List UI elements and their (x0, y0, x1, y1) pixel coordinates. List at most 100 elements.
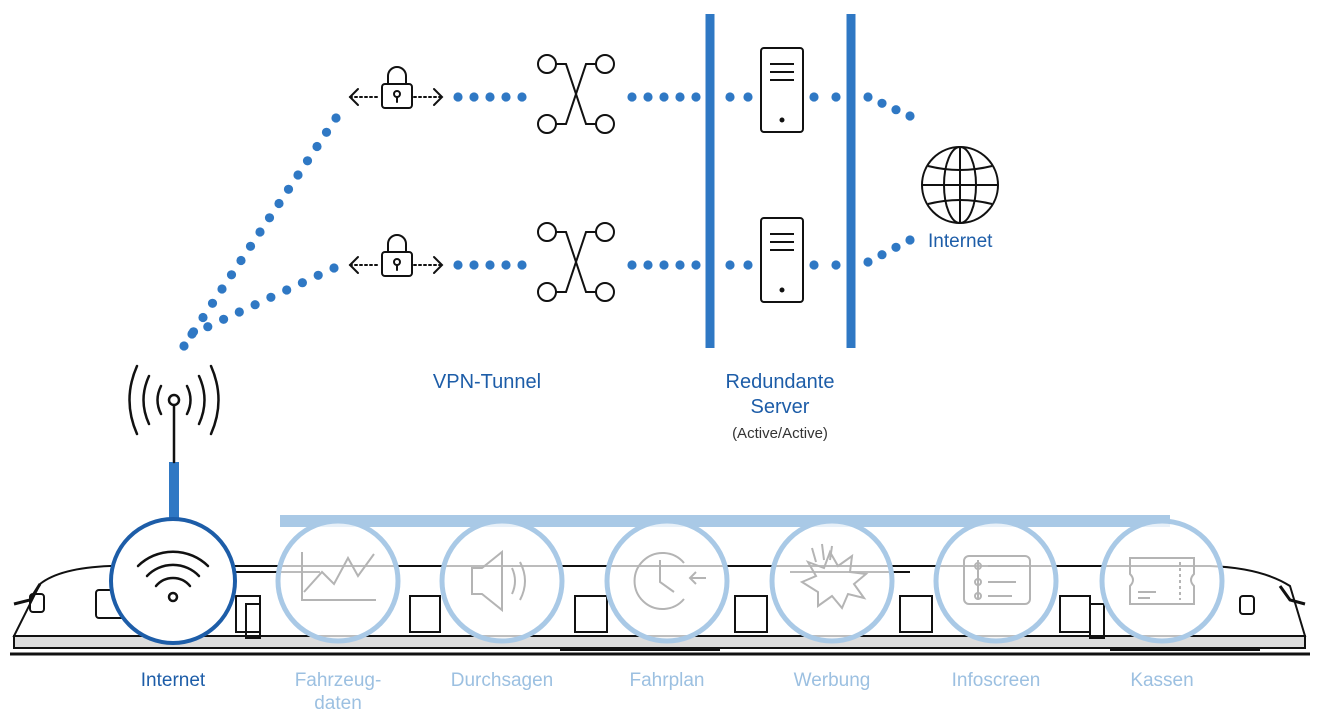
antenna-icon (128, 364, 220, 464)
switch-icon-top (537, 54, 615, 134)
service-announcements[interactable] (439, 518, 565, 644)
connection-dot (207, 298, 218, 308)
connection-dot (219, 314, 229, 324)
service-vehicle-data[interactable] (275, 518, 401, 644)
connection-dot (312, 141, 322, 152)
connection-dot (725, 260, 735, 270)
active-active-label: (Active/Active) (732, 425, 828, 442)
connection-dot (831, 260, 841, 270)
connection-dot (469, 92, 479, 102)
service-ticketing[interactable] (1099, 518, 1225, 644)
service-label-infoscreen: Infoscreen (952, 670, 1041, 691)
connection-dot (266, 292, 276, 302)
service-internet[interactable] (109, 517, 237, 645)
globe-icon (921, 146, 999, 224)
connection-dot (245, 241, 256, 251)
service-label-internet: Internet (141, 670, 206, 691)
wifi-icon (136, 550, 210, 603)
internet-label: Internet (928, 231, 993, 252)
connection-dot (217, 284, 227, 294)
connection-dot (264, 213, 275, 223)
connection-dot (302, 156, 313, 166)
connection-dot (329, 263, 339, 273)
ticket-icon (1129, 557, 1195, 605)
connection-dot (283, 184, 294, 194)
line-chart-icon (301, 552, 376, 601)
service-label-vehicle-data: Fahrzeug- (295, 670, 382, 691)
connection-dot (203, 322, 213, 332)
connection-dot (255, 227, 265, 237)
burst-icon (799, 543, 869, 610)
connection-dot (187, 329, 197, 339)
connection-dot (469, 260, 479, 270)
connection-dot (891, 105, 901, 115)
connection-dot (627, 260, 637, 270)
service-advertising[interactable] (769, 518, 895, 644)
connection-dot (863, 257, 873, 267)
connection-dot (743, 260, 753, 270)
connection-dot (643, 92, 653, 102)
redundant-servers-label-line2: Server (751, 396, 810, 418)
connection-dot (517, 92, 527, 102)
connection-dot (725, 92, 735, 102)
service-label-vehicle-data-line2: daten (314, 693, 362, 714)
service-label-announcements: Durchsagen (451, 670, 553, 691)
connection-dot (517, 260, 527, 270)
clock-icon (633, 552, 706, 610)
speaker-icon (471, 549, 526, 613)
service-timetable[interactable] (604, 518, 730, 644)
connection-dot (226, 270, 237, 280)
service-label-ticketing: Kassen (1130, 670, 1193, 691)
dotted-connections (179, 92, 915, 351)
connection-dot (485, 92, 495, 102)
connection-dot (501, 92, 511, 102)
connection-dot (809, 260, 819, 270)
connection-dot (501, 260, 511, 270)
connection-dot (297, 278, 307, 288)
service-label-timetable: Fahrplan (630, 670, 705, 691)
switch-icon-bottom (537, 222, 615, 302)
connection-dot (485, 260, 495, 270)
server-icon-top (760, 47, 804, 133)
connection-dot (675, 260, 685, 270)
vpn-tunnel-label: VPN-Tunnel (433, 371, 541, 393)
connection-dot (321, 127, 332, 137)
connection-dot (282, 285, 292, 295)
connection-dot (877, 250, 887, 260)
connection-dot (198, 312, 208, 323)
lock-icon (381, 66, 413, 109)
double-arrow-icon (348, 88, 444, 106)
connection-dot (250, 300, 260, 310)
connection-dot (659, 92, 669, 102)
connection-dot (831, 92, 841, 102)
connection-dot (905, 111, 915, 121)
connection-dot (236, 255, 246, 266)
connection-dot (809, 92, 819, 102)
server-icon-bottom (760, 217, 804, 303)
connection-dot (293, 170, 303, 180)
vpn-lock-top (348, 66, 444, 109)
connection-dot (274, 198, 284, 209)
service-infoscreen[interactable] (933, 518, 1059, 644)
connection-dot (659, 260, 669, 270)
connection-dot (891, 242, 901, 252)
connection-dot (691, 92, 701, 102)
connection-dot (675, 92, 685, 102)
connection-dot (179, 341, 189, 351)
connection-dot (743, 92, 753, 102)
connection-dot (863, 92, 873, 102)
double-arrow-icon (348, 256, 444, 274)
connection-dot (331, 113, 341, 123)
connection-dot (453, 92, 463, 102)
lock-icon (381, 234, 413, 277)
screen-icon (963, 555, 1031, 605)
connection-dot (627, 92, 637, 102)
service-label-advertising: Werbung (794, 670, 871, 691)
connection-dot (453, 260, 463, 270)
vpn-lock-bottom (348, 234, 444, 277)
connection-dot (234, 307, 244, 317)
connection-dot (877, 98, 887, 108)
connection-dot (643, 260, 653, 270)
redundant-servers-label-line1: Redundante (726, 371, 835, 393)
